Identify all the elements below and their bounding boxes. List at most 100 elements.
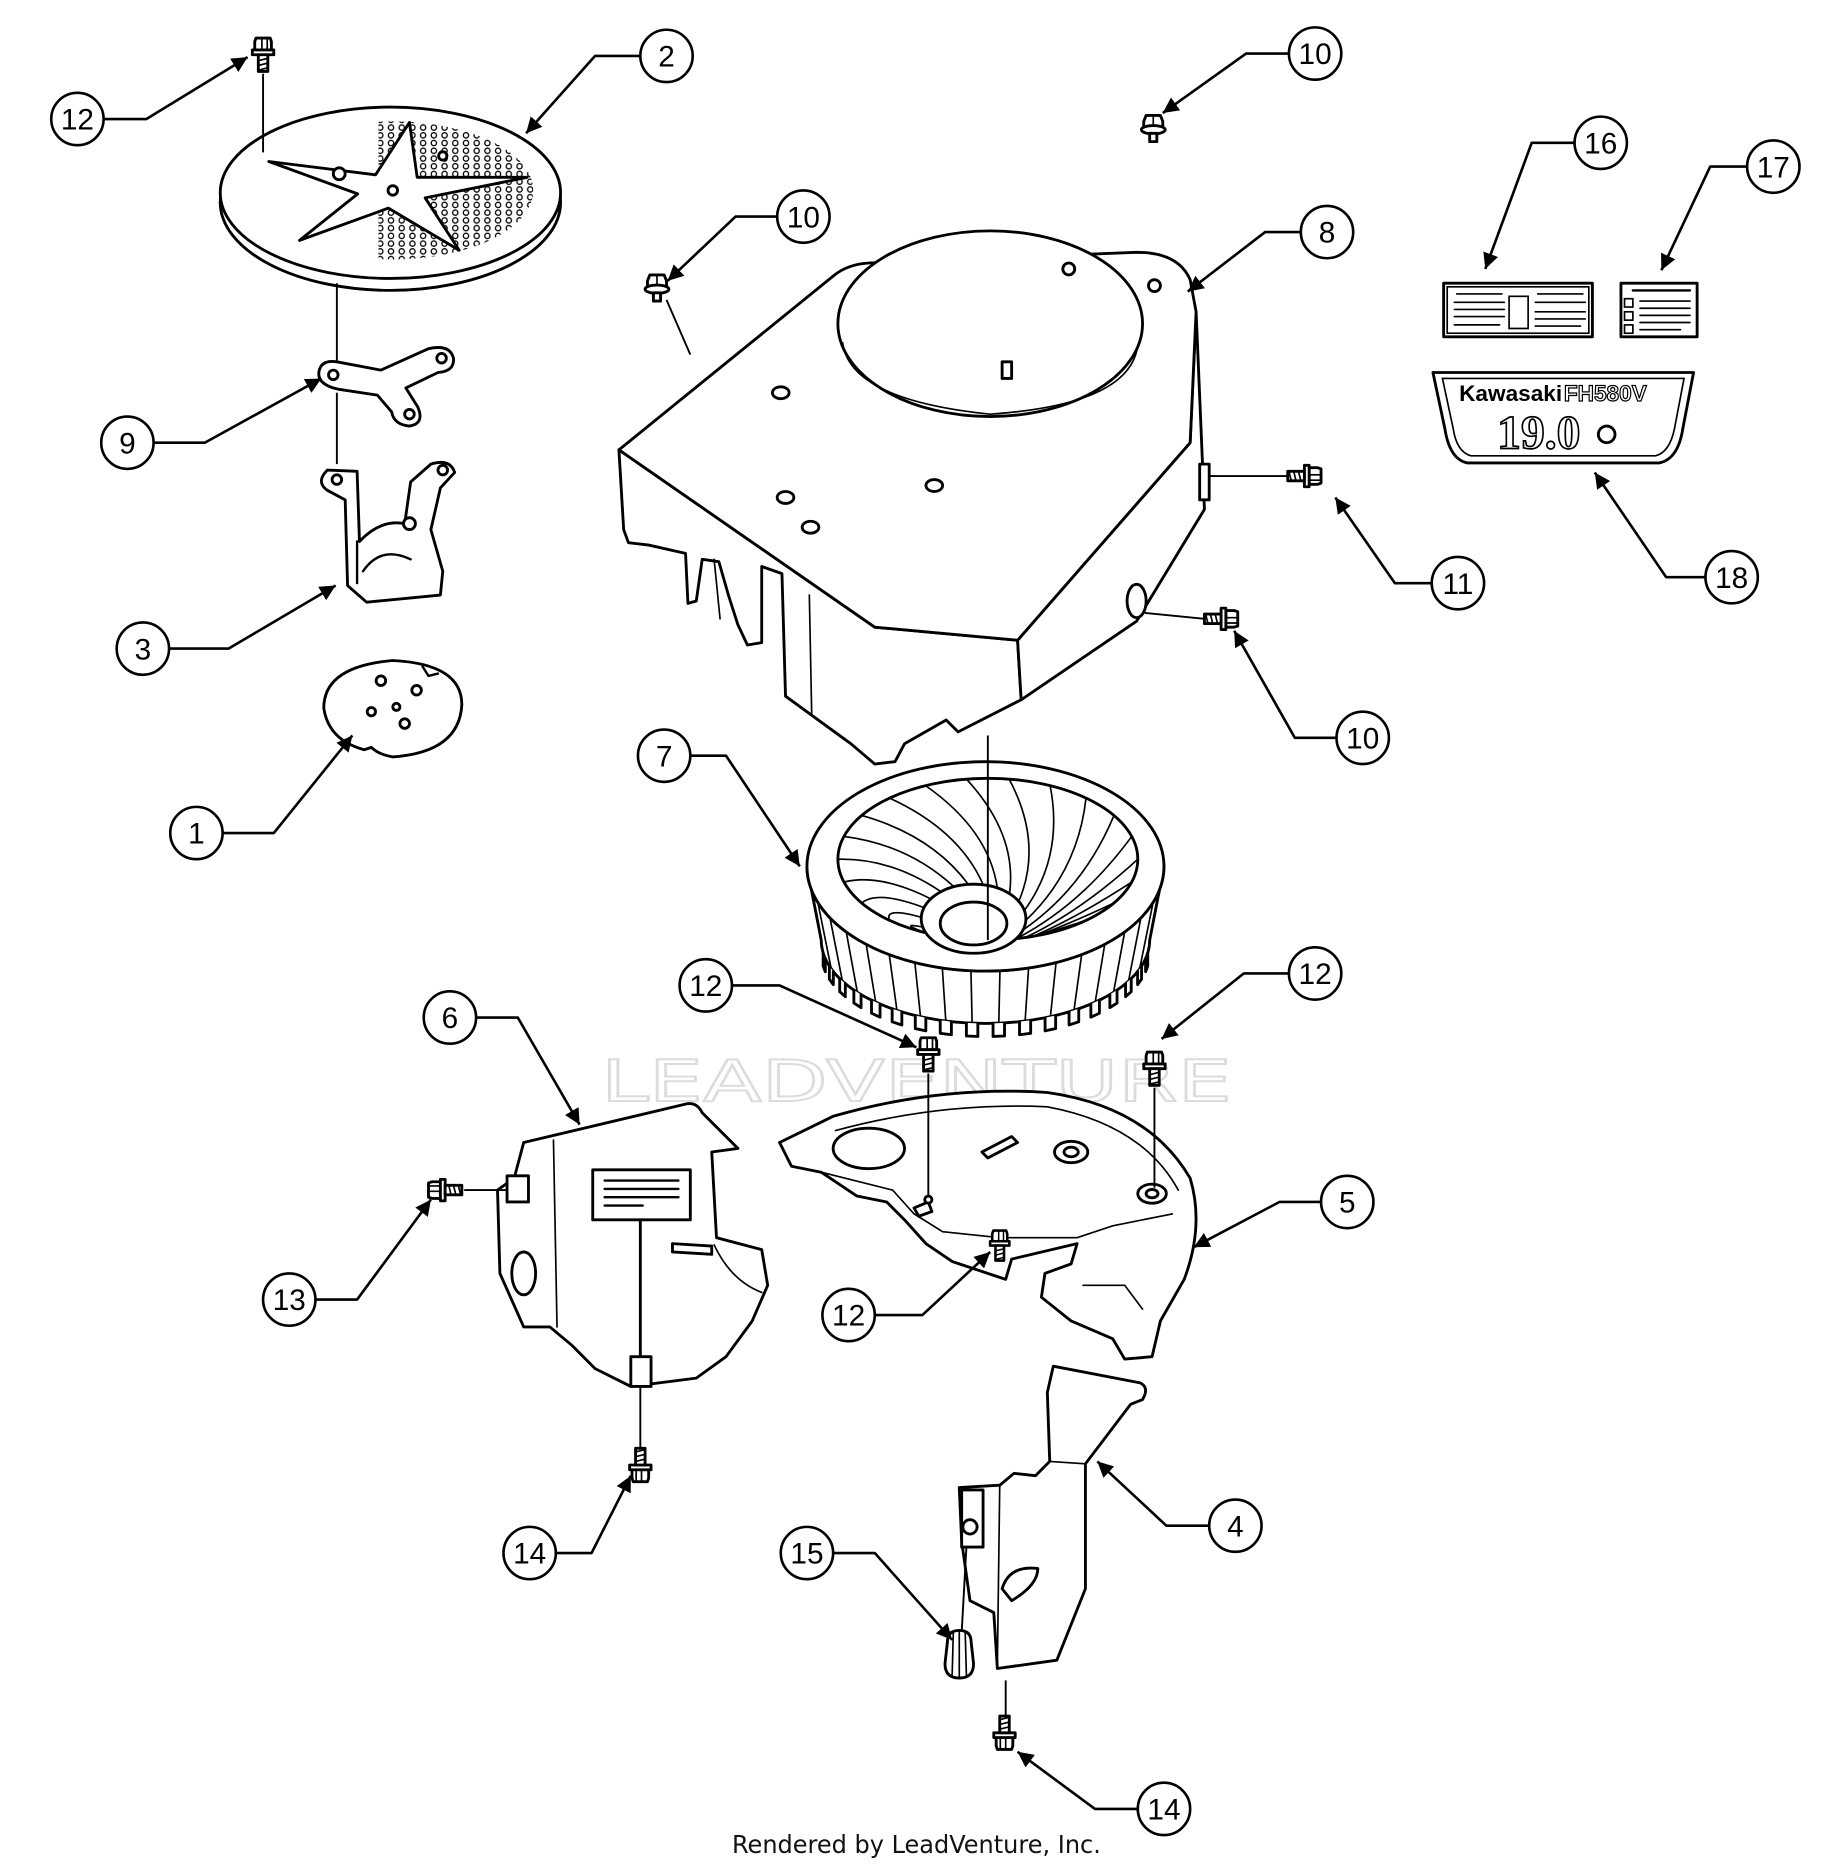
part-4-right-shroud (957, 1364, 1147, 1670)
fan-tooth (913, 1014, 928, 1033)
fan-fin (965, 778, 1012, 895)
part-14-bolt (628, 1446, 653, 1484)
fan-rib (1024, 967, 1030, 1022)
part-17-warning-decal (1619, 281, 1699, 339)
fan-rib (829, 917, 844, 982)
part-16-engine-decal (1442, 281, 1594, 339)
svg-text:12: 12 (832, 1300, 865, 1333)
callout: 12 (49, 56, 249, 147)
part-12-bolt (250, 36, 276, 73)
footer-credit: Rendered by LeadVenture, Inc. (732, 1830, 1101, 1859)
fan-rib (1127, 917, 1142, 982)
part-6-left-shroud (496, 1102, 770, 1388)
fan-fin (948, 932, 1051, 941)
svg-text:1: 1 (188, 818, 205, 851)
centerline (960, 1547, 968, 1633)
svg-text:14: 14 (1147, 1794, 1180, 1827)
callout: 14 (1016, 1750, 1192, 1837)
fan-tooth (1089, 998, 1101, 1019)
callout: 12 (678, 957, 917, 1049)
part-2-blower-screen (218, 105, 563, 292)
callout: 1 (168, 734, 354, 861)
fan-fin (888, 797, 985, 886)
fan-rib (941, 967, 947, 1022)
callout: 10 (1233, 630, 1391, 766)
svg-text:4: 4 (1227, 1510, 1244, 1543)
fan-rib (809, 885, 825, 957)
svg-text:2: 2 (658, 41, 675, 74)
part-13-bolt (427, 1177, 464, 1203)
callout: 11 (1334, 496, 1486, 611)
fan-teeth (809, 885, 1162, 1038)
fan-tooth (870, 998, 882, 1019)
callout: 10 (1162, 26, 1343, 115)
housing-skirt (617, 448, 1023, 766)
fan-rib (817, 901, 833, 970)
decal-brand: Kawasaki (1459, 381, 1562, 406)
svg-text:16: 16 (1584, 128, 1617, 161)
fan-tooth (1144, 951, 1150, 974)
callout: 5 (1193, 1174, 1375, 1249)
fan-fin (1023, 784, 1055, 912)
svg-text:12: 12 (689, 970, 722, 1003)
svg-text:8: 8 (1319, 217, 1336, 250)
fan-tooth (964, 1021, 980, 1038)
svg-text:14: 14 (513, 1538, 546, 1571)
svg-text:7: 7 (656, 740, 673, 773)
callout: 9 (99, 377, 323, 471)
callout: 6 (422, 990, 581, 1126)
part-10-bolt (1203, 606, 1240, 631)
fan-tooth (827, 964, 835, 987)
fan-fin (843, 835, 955, 888)
svg-text:11: 11 (1442, 568, 1473, 601)
svg-text:9: 9 (119, 427, 136, 460)
callout: 15 (779, 1525, 954, 1641)
svg-text:15: 15 (790, 1538, 823, 1571)
centerline (1144, 611, 1205, 620)
part-14-bolt (992, 1714, 1017, 1751)
callout: 14 (502, 1475, 632, 1581)
fan-tooth (938, 1018, 953, 1037)
fan-fin (909, 924, 927, 934)
decal-model: FH580V (1564, 381, 1647, 406)
fan-tooth (1018, 1018, 1033, 1037)
fan-fin (887, 911, 923, 922)
fan-fin (992, 881, 1133, 941)
callout: 3 (115, 584, 337, 677)
svg-text:10: 10 (787, 201, 820, 234)
callout: 2 (525, 28, 695, 135)
fan-fin (860, 814, 970, 886)
svg-text:17: 17 (1757, 151, 1790, 184)
fan-rib (1049, 961, 1057, 1018)
svg-text:10: 10 (1299, 38, 1332, 71)
fan-tooth (1067, 1007, 1081, 1027)
fan-rib (888, 953, 898, 1012)
svg-text:12: 12 (61, 104, 94, 137)
callout: 12 (1160, 945, 1343, 1040)
part-7-flywheel-fan (805, 760, 1166, 1038)
part-15-knob-nut (943, 1628, 975, 1680)
fan-fin (963, 919, 1087, 941)
fan-tooth (1043, 1014, 1058, 1033)
fan-rib (997, 969, 1001, 1025)
part-10-nut (643, 273, 671, 303)
fan-rib (1138, 901, 1154, 970)
callout: 12 (821, 1251, 992, 1343)
part-18-model-decal: Kawasaki FH580V 19.0 (1431, 371, 1695, 465)
fan-fin (1008, 778, 1030, 903)
part-10-nut (1139, 114, 1167, 144)
fan-tooth (852, 988, 863, 1010)
fan-rib (1145, 885, 1162, 957)
callout: 4 (1096, 1460, 1263, 1554)
fan-fin (860, 896, 925, 909)
fan-rib (970, 969, 973, 1025)
part-5-cylinder-baffle (778, 1089, 1198, 1361)
callout: 17 (1660, 139, 1801, 271)
shroud-label (591, 1168, 692, 1222)
svg-text:3: 3 (135, 633, 152, 666)
callout: 16 (1483, 115, 1629, 270)
fan-fin (837, 858, 942, 893)
svg-text:18: 18 (1715, 562, 1748, 595)
part-1-plate (322, 659, 464, 759)
